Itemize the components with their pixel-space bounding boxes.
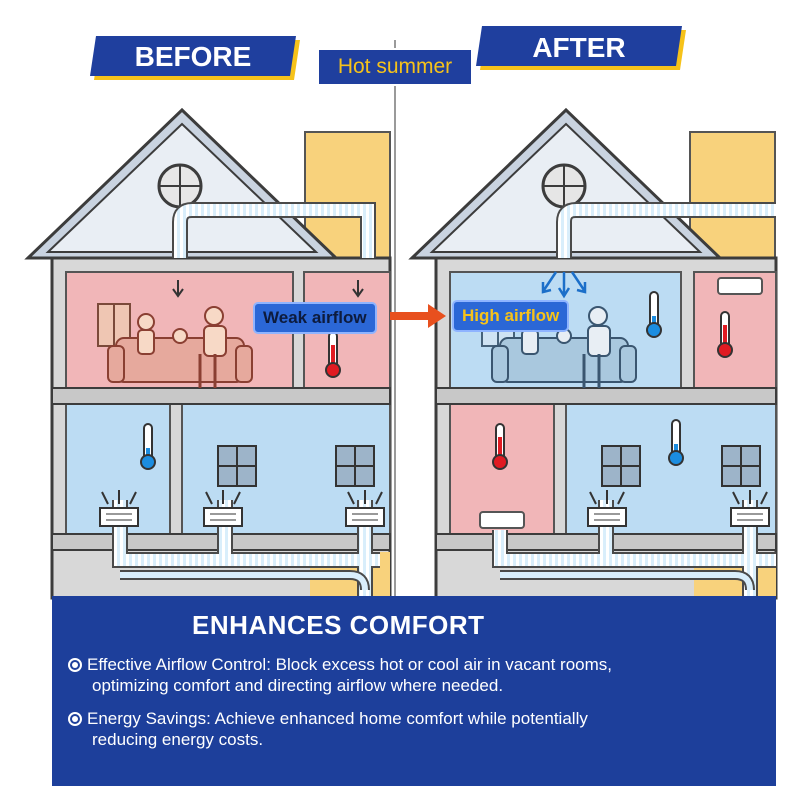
benefits-panel: ENHANCES COMFORT Effective Airflow Contr… <box>52 596 776 786</box>
thermometer-cold-icon <box>646 291 662 338</box>
high-airflow-arrow-icon <box>541 271 587 299</box>
vent-icon <box>587 490 627 527</box>
closed-damper-icon <box>479 511 525 529</box>
benefit-airflow-control: Effective Airflow Control: Block excess … <box>68 654 768 696</box>
after-banner <box>476 26 682 66</box>
thermometer-hot-icon <box>492 423 508 470</box>
benefit-energy-savings: Energy Savings: Achieve enhanced home co… <box>68 708 768 750</box>
after-house <box>408 107 778 600</box>
before-label: BEFORE <box>135 41 252 72</box>
weak-airflow-arrow-icon <box>172 280 184 298</box>
family-on-sofa-icon <box>107 306 253 388</box>
window-icon <box>217 445 257 487</box>
thermometer-cold-icon <box>140 423 156 470</box>
window-icon <box>335 445 375 487</box>
benefit-line: optimizing comfort and directing airflow… <box>92 676 504 695</box>
vent-icon <box>730 490 770 527</box>
window-icon <box>601 445 641 487</box>
thermometer-hot-icon <box>325 331 341 378</box>
vent-icon <box>345 490 385 527</box>
benefit-line: Effective Airflow Control: Block excess … <box>87 655 613 674</box>
weak-airflow-arrow-icon <box>352 280 364 298</box>
window-icon <box>721 445 761 487</box>
comparison-arrowhead-icon <box>428 304 446 328</box>
season-label: Hot summer <box>317 48 473 86</box>
panel-title: ENHANCES COMFORT <box>192 610 485 640</box>
closed-damper-icon <box>717 277 763 295</box>
vent-icon <box>99 490 139 527</box>
benefit-line: reducing energy costs. <box>92 730 264 749</box>
before-house <box>24 107 392 600</box>
benefit-line: Energy Savings: Achieve enhanced home co… <box>87 709 588 728</box>
weak-airflow-label: Weak airflow <box>253 302 377 334</box>
thermometer-hot-icon <box>717 311 733 358</box>
radio-bullet-icon <box>68 658 82 672</box>
high-airflow-label: High airflow <box>452 300 570 332</box>
after-label: AFTER <box>532 32 625 63</box>
before-banner <box>90 36 296 76</box>
vent-icon <box>203 490 243 527</box>
radio-bullet-icon <box>68 712 82 726</box>
thermometer-cold-icon <box>668 419 684 466</box>
